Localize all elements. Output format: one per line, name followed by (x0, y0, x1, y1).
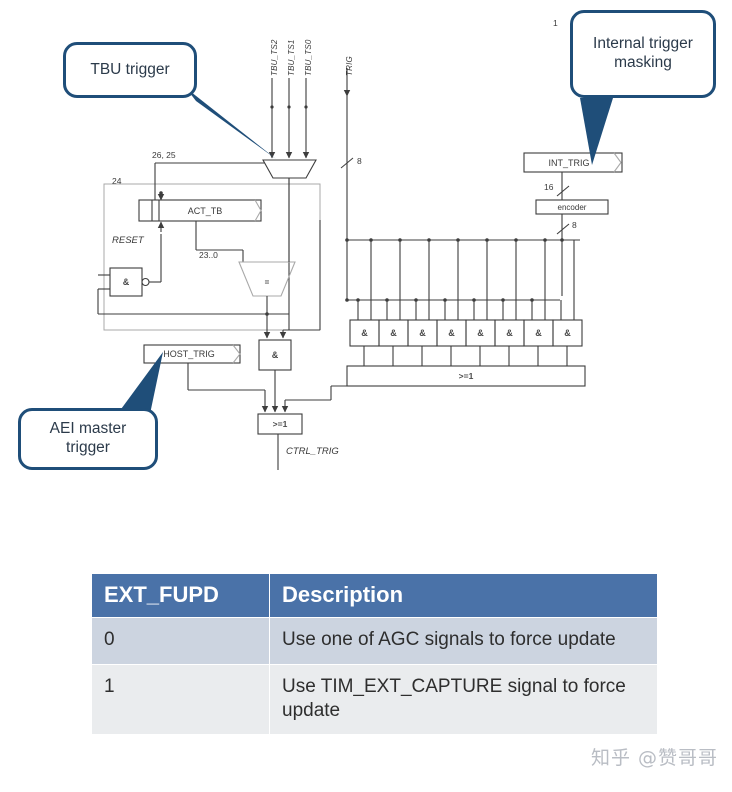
table-cell-description: Use TIM_EXT_CAPTURE signal to force upda… (269, 663, 658, 736)
callout-leader-aei (113, 352, 163, 420)
signal-label-tbu-ts2: TBU_TS2 (270, 39, 279, 76)
callout-leader-internal (580, 98, 613, 165)
callout-internal-label: Internal trigger masking (593, 35, 693, 71)
signal-label-trig: TRIG (345, 56, 354, 76)
and-gate-array-label-6: & (506, 328, 513, 338)
ext-fupd-table: EXT_FUPD Description 0 Use one of AGC si… (91, 572, 658, 736)
table-cell-description: Use one of AGC signals to force update (269, 617, 658, 665)
and-gate-array-label-4: & (448, 328, 455, 338)
callout-internal-trigger-masking: Internal trigger masking (570, 10, 716, 98)
signal-label-tbu-ts1: TBU_TS1 (287, 39, 296, 76)
bus-label-one: 1 (553, 18, 558, 28)
or-gate-final-label: >=1 (272, 419, 288, 429)
bus-label-26-25: 26, 25 (152, 150, 176, 160)
bus-label-trig-width: 8 (357, 156, 362, 166)
bus-label-16: 16 (544, 182, 554, 192)
callout-leader-tbu (186, 88, 276, 159)
bus-label-23-0: 23..0 (199, 250, 218, 260)
block-label-encoder: encoder (557, 202, 587, 212)
callout-aei-master-trigger: AEI master trigger (18, 408, 158, 470)
block-label-int-trig: INT_TRIG (548, 157, 590, 168)
table-header-row: EXT_FUPD Description (91, 572, 658, 619)
bus-label-encoder-out: 8 (572, 220, 577, 230)
watermark: 知乎 @赞哥哥 (590, 747, 718, 769)
and-gate-array-label-7: & (535, 328, 542, 338)
block-label-host-trig: HOST_TRIG (163, 349, 215, 359)
table-cell-code: 0 (91, 617, 270, 665)
block-label-act-tb: ACT_TB (187, 205, 223, 216)
signal-label-tbu-ts0: TBU_TS0 (304, 39, 313, 76)
callout-aei-label: AEI master trigger (49, 420, 127, 456)
and-gate-center-label: & (271, 350, 279, 360)
and-gate-array-label-8: & (564, 328, 571, 338)
table-header-ext-fupd: EXT_FUPD (91, 572, 270, 619)
and-gate-array-label-2: & (390, 328, 397, 338)
callout-tbu-label: TBU trigger (90, 60, 170, 78)
nand-gate-reset-label: & (122, 277, 130, 287)
table-row: 1 Use TIM_EXT_CAPTURE signal to force up… (91, 663, 658, 736)
bus-label-24: 24 (112, 176, 122, 186)
comparator-label: = (264, 277, 270, 287)
table-cell-code: 1 (91, 663, 270, 736)
and-gate-array-label-3: & (419, 328, 426, 338)
signal-label-ctrl-trig: CTRL_TRIG (286, 446, 339, 457)
block-diagram: TBU trigger Internal trigger masking AEI… (18, 10, 716, 470)
table-row: 0 Use one of AGC signals to force update (91, 617, 658, 665)
and-gate-array-label-1: & (361, 328, 368, 338)
and-gate-array-label-5: & (477, 328, 484, 338)
diagram-canvas (97, 68, 623, 470)
or-gate-wide-label: >=1 (458, 371, 474, 381)
table-header-description: Description (269, 572, 658, 619)
reset-label: RESET (112, 235, 144, 246)
callout-tbu-trigger: TBU trigger (63, 42, 197, 98)
